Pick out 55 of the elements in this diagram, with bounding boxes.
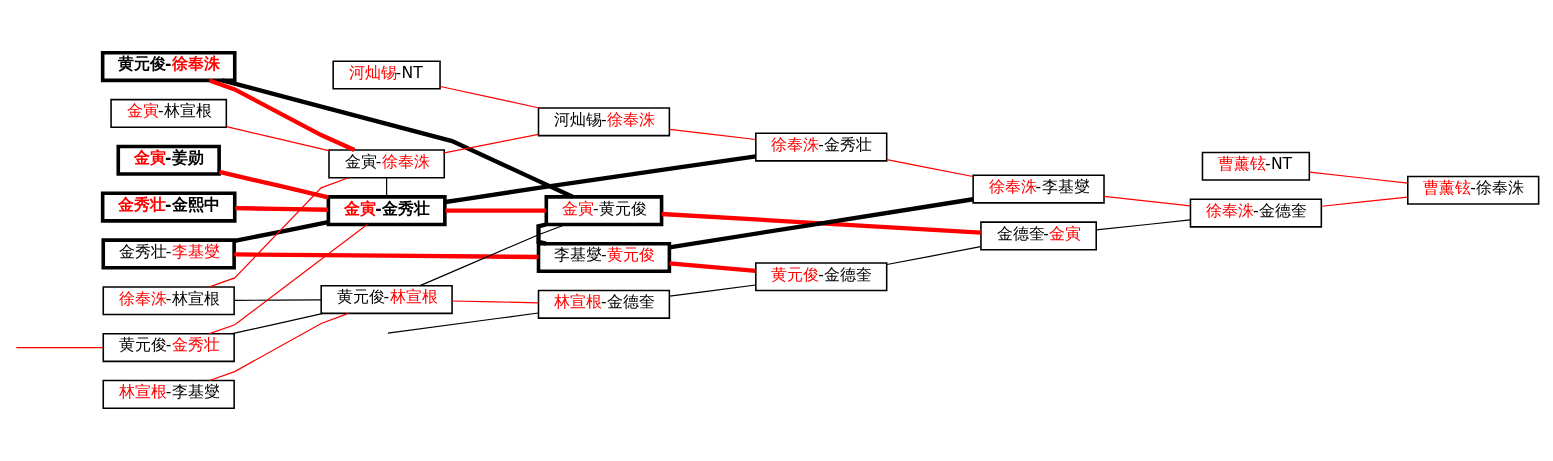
node-box: 徐奉洙-李基燮 bbox=[971, 174, 1105, 204]
connector bbox=[225, 126, 329, 152]
node-box: 金寅-林宣根 bbox=[109, 98, 227, 128]
connector bbox=[1320, 196, 1408, 207]
connector bbox=[668, 284, 756, 297]
node-box: 曹薰铉-NT bbox=[1201, 151, 1310, 181]
node-box: 李基燮-黄元俊 bbox=[536, 241, 671, 274]
connector bbox=[233, 299, 322, 301]
node-box: 金寅-姜勋 bbox=[115, 144, 221, 176]
connector bbox=[535, 222, 546, 246]
node-box: 曹薰铉-徐奉洙 bbox=[1406, 175, 1539, 205]
connector bbox=[885, 159, 974, 178]
connector bbox=[444, 208, 546, 213]
connector bbox=[233, 220, 329, 244]
connector bbox=[208, 177, 349, 288]
node-box: 黄元俊-金德奎 bbox=[754, 262, 887, 292]
connector bbox=[444, 154, 756, 205]
node-box: 河灿锡-徐奉洙 bbox=[537, 107, 670, 137]
connector bbox=[231, 312, 324, 335]
node-box: 金德奎-金寅 bbox=[979, 221, 1097, 251]
connector bbox=[668, 261, 756, 274]
node-box: 金寅-黄元俊 bbox=[544, 195, 663, 227]
node-box: 黄元俊-金秀壮 bbox=[102, 333, 235, 363]
connector bbox=[1103, 195, 1191, 207]
node-box: 金秀壮-金熙中 bbox=[100, 191, 237, 223]
connector bbox=[15, 346, 104, 349]
connector bbox=[233, 252, 538, 260]
node-box: 黄元俊-徐奉洙 bbox=[100, 51, 237, 83]
connector bbox=[386, 312, 539, 334]
node-box: 金秀壮-李基燮 bbox=[100, 238, 236, 270]
node-box: 林宣根-李基燮 bbox=[102, 379, 235, 409]
connector bbox=[234, 206, 328, 212]
connector bbox=[451, 300, 539, 304]
node-box: 徐奉洙-金德奎 bbox=[1189, 198, 1322, 228]
node-box: 黄元俊-林宣根 bbox=[319, 284, 453, 315]
node-box: 金寅-徐奉洙 bbox=[327, 149, 445, 179]
node-box: 徐奉洙-金秀壮 bbox=[754, 132, 887, 162]
connector bbox=[668, 128, 756, 141]
connector bbox=[885, 246, 981, 266]
connector bbox=[439, 85, 540, 109]
connector bbox=[218, 169, 329, 200]
connector bbox=[208, 224, 368, 335]
node-box: 河灿锡-NT bbox=[331, 60, 441, 90]
connector bbox=[1308, 171, 1408, 184]
connector bbox=[208, 78, 355, 152]
connector bbox=[419, 223, 566, 287]
connector bbox=[221, 78, 573, 199]
connector bbox=[1095, 219, 1191, 231]
connector bbox=[661, 211, 981, 235]
node-box: 金寅-金秀壮 bbox=[326, 195, 447, 227]
node-box: 徐奉洙-林宣根 bbox=[102, 286, 235, 316]
connector bbox=[385, 177, 387, 198]
connector bbox=[443, 133, 539, 154]
connector bbox=[668, 197, 973, 250]
node-box: 林宣根-金德奎 bbox=[537, 289, 670, 319]
